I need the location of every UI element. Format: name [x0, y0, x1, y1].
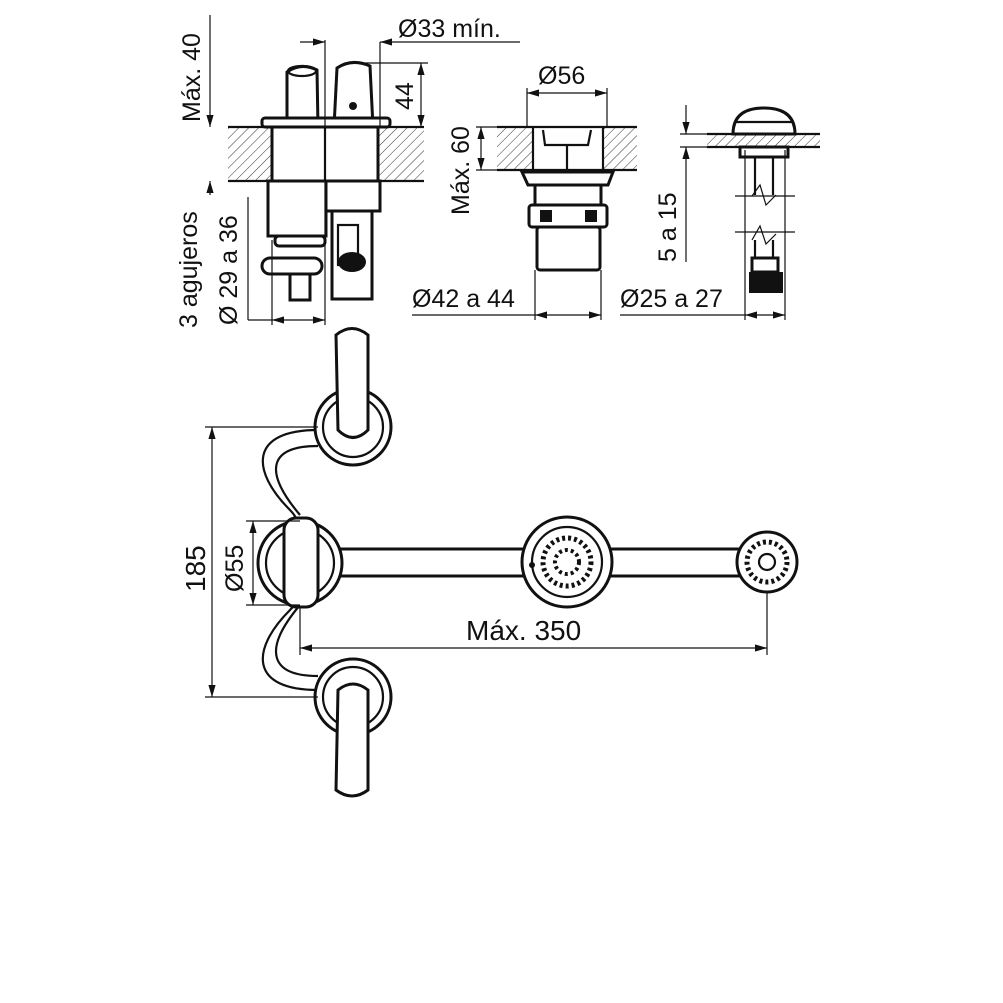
dim-max-60: Máx. 60	[447, 126, 475, 215]
dim-diameter-42-44: Ø42 a 44	[412, 285, 515, 313]
dim-range-5-15: 5 a 15	[654, 192, 682, 262]
spout-body	[282, 516, 320, 609]
drain-plan	[520, 515, 614, 609]
plan-view: 185 Ø55 Máx. 350	[180, 327, 799, 798]
holes-count-label: 3 agujeros	[175, 211, 203, 328]
dim-max-350: Máx. 350	[466, 615, 581, 646]
top-valve-handle	[334, 327, 370, 439]
drain-section-view: Ø56 Máx. 60 Ø42 a 44	[412, 62, 637, 320]
bottom-valve-handle	[334, 682, 370, 798]
dim-diameter-56: Ø56	[538, 62, 585, 90]
dim-diameter-25-27: Ø25 a 27	[620, 285, 723, 313]
dim-height-44: 44	[391, 82, 419, 110]
dim-height-185: 185	[180, 545, 211, 592]
valve-section-view: Máx. 40 Ø33 mín. 44 3 agujeros Ø 29 a 36	[175, 15, 520, 328]
right-handle	[332, 61, 375, 129]
dim-diameter-29-36: Ø 29 a 36	[215, 215, 243, 325]
dim-diameter-33: Ø33 mín.	[398, 15, 501, 43]
dim-diameter-55: Ø55	[221, 545, 249, 592]
aerator-section-view: 5 a 15 Ø25 a 27	[620, 105, 820, 320]
dim-max-40: Máx. 40	[178, 33, 206, 122]
